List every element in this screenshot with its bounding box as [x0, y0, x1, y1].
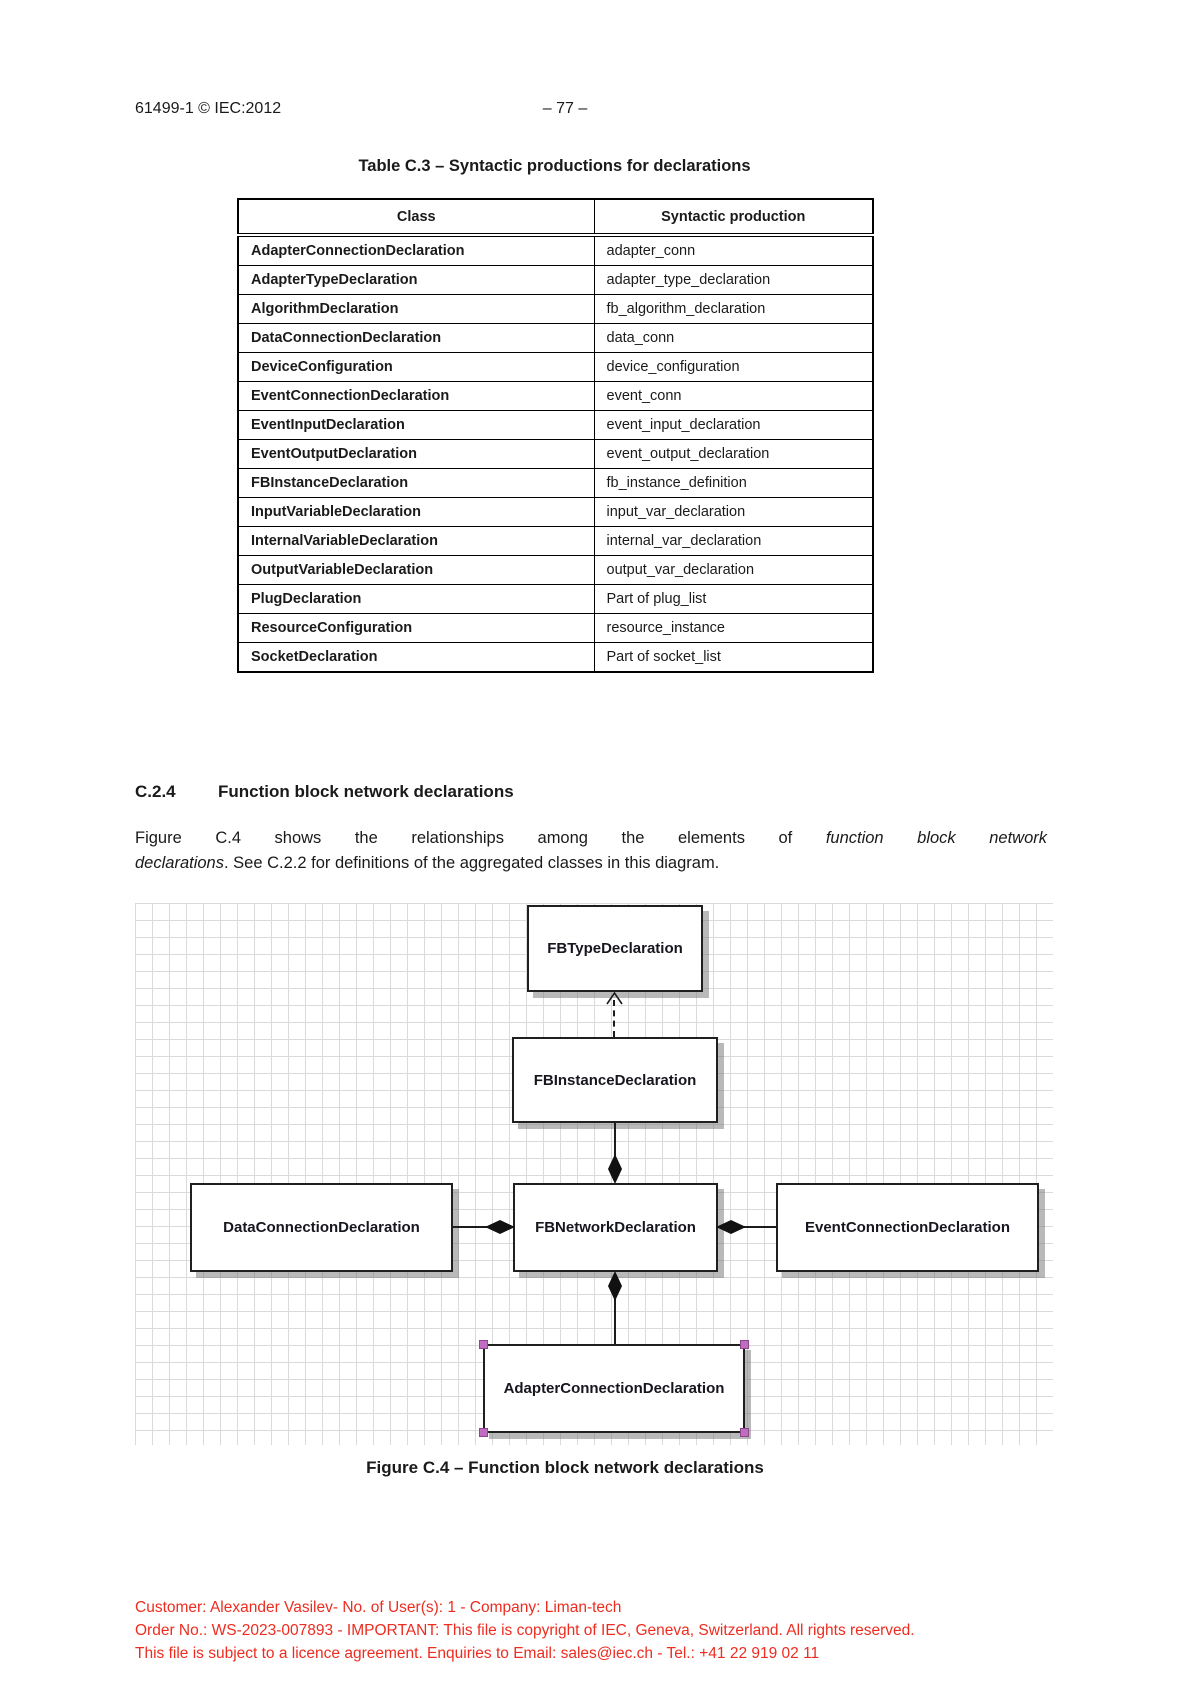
production-cell: input_var_declaration — [593, 497, 874, 527]
class-box-dataconnectiondeclaration: DataConnectionDeclaration — [190, 1183, 453, 1272]
section-title: Function block network declarations — [218, 782, 514, 801]
class-cell: PlugDeclaration — [237, 584, 595, 614]
class-cell: FBInstanceDeclaration — [237, 468, 595, 498]
licence-footer: Customer: Alexander Vasilev- No. of User… — [135, 1596, 915, 1666]
body-paragraph: Figure C.4 shows the relationships among… — [135, 826, 1047, 876]
class-box-label: FBInstanceDeclaration — [533, 1071, 697, 1089]
production-cell: fb_algorithm_declaration — [593, 294, 874, 324]
production-cell: output_var_declaration — [593, 555, 874, 585]
selection-handle-icon[interactable] — [479, 1340, 488, 1349]
section-heading: C.2.4 Function block network declarations — [135, 782, 514, 802]
selection-handle-icon[interactable] — [479, 1428, 488, 1437]
class-cell: AdapterConnectionDeclaration — [237, 234, 595, 266]
paragraph-line-2: declarations. See C.2.2 for definitions … — [135, 854, 720, 872]
class-box-fbnetworkdeclaration: FBNetworkDeclaration — [513, 1183, 718, 1272]
production-cell: event_input_declaration — [593, 410, 874, 440]
production-cell: adapter_conn — [593, 234, 874, 266]
production-cell: internal_var_declaration — [593, 526, 874, 556]
class-box-label: AdapterConnectionDeclaration — [503, 1380, 725, 1397]
composition-diamond-icon — [607, 1271, 623, 1301]
production-cell: Part of socket_list — [593, 642, 874, 673]
composition-diamond-icon — [485, 1219, 515, 1235]
page-number: – 77 – — [542, 100, 588, 117]
class-cell: DataConnectionDeclaration — [237, 323, 595, 353]
class-cell: InputVariableDeclaration — [237, 497, 595, 527]
production-cell: event_output_declaration — [593, 439, 874, 469]
composition-line — [453, 1226, 489, 1228]
composition-line — [614, 1298, 616, 1344]
syntactic-productions-table: Class Syntactic production AdapterConnec… — [237, 198, 874, 673]
class-cell: EventOutputDeclaration — [237, 439, 595, 469]
class-column-header: Class — [237, 198, 595, 237]
production-cell: data_conn — [593, 323, 874, 353]
class-box-label: FBTypeDeclaration — [547, 940, 683, 957]
table-header-row: Class Syntactic production — [237, 198, 874, 237]
class-box-adapterconnectiondeclaration[interactable]: AdapterConnectionDeclaration — [479, 1340, 749, 1437]
class-cell: AlgorithmDeclaration — [237, 294, 595, 324]
dependency-dashed-line — [613, 1000, 615, 1037]
italic-term: function block network — [825, 829, 1047, 847]
production-cell: Part of plug_list — [593, 584, 874, 614]
class-box-label: EventConnectionDeclaration — [804, 1219, 1011, 1236]
composition-line — [614, 1123, 616, 1159]
production-cell: resource_instance — [593, 613, 874, 643]
table-title: Table C.3 – Syntactic productions for de… — [358, 157, 751, 175]
class-cell: EventConnectionDeclaration — [237, 381, 595, 411]
class-box-label: FBNetworkDeclaration — [535, 1219, 696, 1236]
production-cell: fb_instance_definition — [593, 468, 874, 498]
class-cell: AdapterTypeDeclaration — [237, 265, 595, 295]
production-cell: device_configuration — [593, 352, 874, 382]
class-cell: SocketDeclaration — [237, 642, 595, 673]
selection-handle-icon[interactable] — [740, 1428, 749, 1437]
production-cell: event_conn — [593, 381, 874, 411]
selection-handle-icon[interactable] — [740, 1340, 749, 1349]
class-cell: OutputVariableDeclaration — [237, 555, 595, 585]
production-column-header: Syntactic production — [593, 198, 874, 237]
footer-line-licence: This file is subject to a licence agreem… — [135, 1645, 820, 1663]
paragraph-line-1: Figure C.4 shows the relationships among… — [135, 829, 1047, 847]
figure-caption: Figure C.4 – Function block network decl… — [366, 1458, 764, 1477]
footer-line-order: Order No.: WS-2023-007893 - IMPORTANT: T… — [135, 1622, 915, 1640]
document-reference: 61499-1 © IEC:2012 — [135, 100, 282, 117]
footer-line-customer: Customer: Alexander Vasilev- No. of User… — [135, 1599, 622, 1616]
production-cell: adapter_type_declaration — [593, 265, 874, 295]
italic-term: declarations — [135, 854, 224, 872]
class-box-label: DataConnectionDeclaration — [223, 1219, 420, 1236]
composition-diamond-icon — [716, 1219, 746, 1235]
class-cell: InternalVariableDeclaration — [237, 526, 595, 556]
class-box-fbinstancedeclaration: FBInstanceDeclaration — [512, 1037, 718, 1123]
class-cell: DeviceConfiguration — [237, 352, 595, 382]
composition-line — [744, 1226, 776, 1228]
section-number: C.2.4 — [135, 782, 176, 801]
class-cell: EventInputDeclaration — [237, 410, 595, 440]
composition-diamond-icon — [607, 1154, 623, 1184]
class-box-eventconnectiondeclaration: EventConnectionDeclaration — [776, 1183, 1039, 1272]
dependency-arrowhead-icon — [606, 991, 623, 1005]
class-cell: ResourceConfiguration — [237, 613, 595, 643]
class-box-fbtypedeclaration: FBTypeDeclaration — [527, 905, 703, 992]
